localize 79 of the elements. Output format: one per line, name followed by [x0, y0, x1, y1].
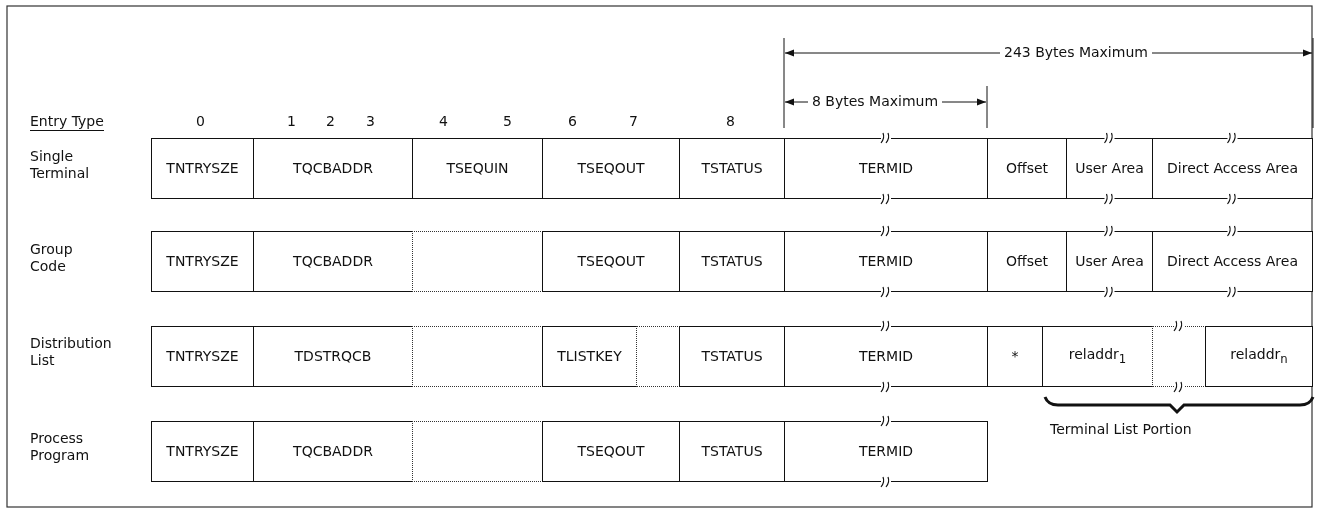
field-name: TNTRYSZE [166, 443, 239, 460]
field-name: User Area [1075, 253, 1144, 270]
field-box [1066, 138, 1153, 199]
field-name: TDSTRQCB [294, 348, 372, 365]
field-name: TERMID [858, 253, 914, 270]
row-label: Group Code [30, 241, 74, 275]
field-name: User Area [1075, 160, 1144, 177]
field-name: Direct Access Area [1167, 160, 1298, 177]
column-heading: Entry Type [30, 113, 104, 131]
field-name: TQCBADDR [293, 160, 373, 177]
field-box [784, 231, 988, 292]
field-box [151, 326, 254, 387]
field-name: TSTATUS [701, 443, 763, 460]
field-name: TQCBADDR [293, 253, 373, 270]
byte-offset: 3 [366, 113, 375, 130]
field-box [253, 231, 413, 292]
field-box [784, 421, 988, 482]
field-box [1042, 326, 1153, 387]
field-box [542, 421, 680, 482]
byte-offset: 6 [568, 113, 577, 130]
field-box [253, 326, 413, 387]
field-box [542, 326, 637, 387]
row-label: Distribution List [30, 335, 113, 369]
field-name: reladdr$_{n}$ [1230, 346, 1288, 367]
field-box [784, 326, 988, 387]
field-name: TQCBADDR [293, 443, 373, 460]
field-name: * [1011, 348, 1019, 365]
dimension-label: 8 Bytes Maximum [808, 93, 943, 110]
field-box [253, 138, 413, 199]
field-box [412, 138, 543, 199]
row-label: Process Program [30, 430, 91, 464]
byte-offset: 5 [503, 113, 512, 130]
field-box [542, 231, 680, 292]
byte-offset: 7 [629, 113, 638, 130]
field-box [151, 231, 254, 292]
field-name: reladdr$_{1}$ [1068, 346, 1127, 367]
field-name: TNTRYSZE [166, 160, 239, 177]
byte-offset: 8 [726, 113, 735, 130]
empty-field-box [1152, 326, 1206, 387]
field-box [987, 231, 1067, 292]
field-box [1066, 231, 1153, 292]
dimension-label: 243 Bytes Maximum [1000, 44, 1152, 61]
byte-offset: 2 [326, 113, 335, 130]
field-name: TSTATUS [701, 348, 763, 365]
byte-offset: 1 [287, 113, 296, 130]
field-name: TSEQOUT [577, 253, 645, 270]
field-box [542, 138, 680, 199]
field-name: TNTRYSZE [166, 253, 239, 270]
field-box [1152, 138, 1313, 199]
field-name: TSEQOUT [577, 160, 645, 177]
field-box [679, 326, 785, 387]
field-box [679, 421, 785, 482]
field-name: Direct Access Area [1167, 253, 1298, 270]
field-box [987, 326, 1043, 387]
field-box [679, 231, 785, 292]
field-box [151, 421, 254, 482]
empty-field-box [636, 326, 680, 387]
byte-offset: 4 [439, 113, 448, 130]
field-name: TNTRYSZE [166, 348, 239, 365]
field-name: TSTATUS [701, 253, 763, 270]
field-name: TLISTKEY [557, 348, 622, 365]
field-name: TERMID [858, 160, 914, 177]
field-box [253, 421, 413, 482]
field-name: TERMID [858, 348, 914, 365]
field-name: Offset [1005, 253, 1049, 270]
field-box [679, 138, 785, 199]
field-name: TERMID [858, 443, 914, 460]
field-name: TSTATUS [701, 160, 763, 177]
field-name: TSEQOUT [577, 443, 645, 460]
field-box [1152, 231, 1313, 292]
row-label: Single Terminal [30, 148, 91, 182]
field-name: Offset [1005, 160, 1049, 177]
field-box [987, 138, 1067, 199]
field-box [784, 138, 988, 199]
byte-offset: 0 [196, 113, 205, 130]
field-name: TSEQUIN [446, 160, 509, 177]
bracket-label: Terminal List Portion [1050, 421, 1192, 438]
field-box [151, 138, 254, 199]
field-box [1205, 326, 1313, 387]
